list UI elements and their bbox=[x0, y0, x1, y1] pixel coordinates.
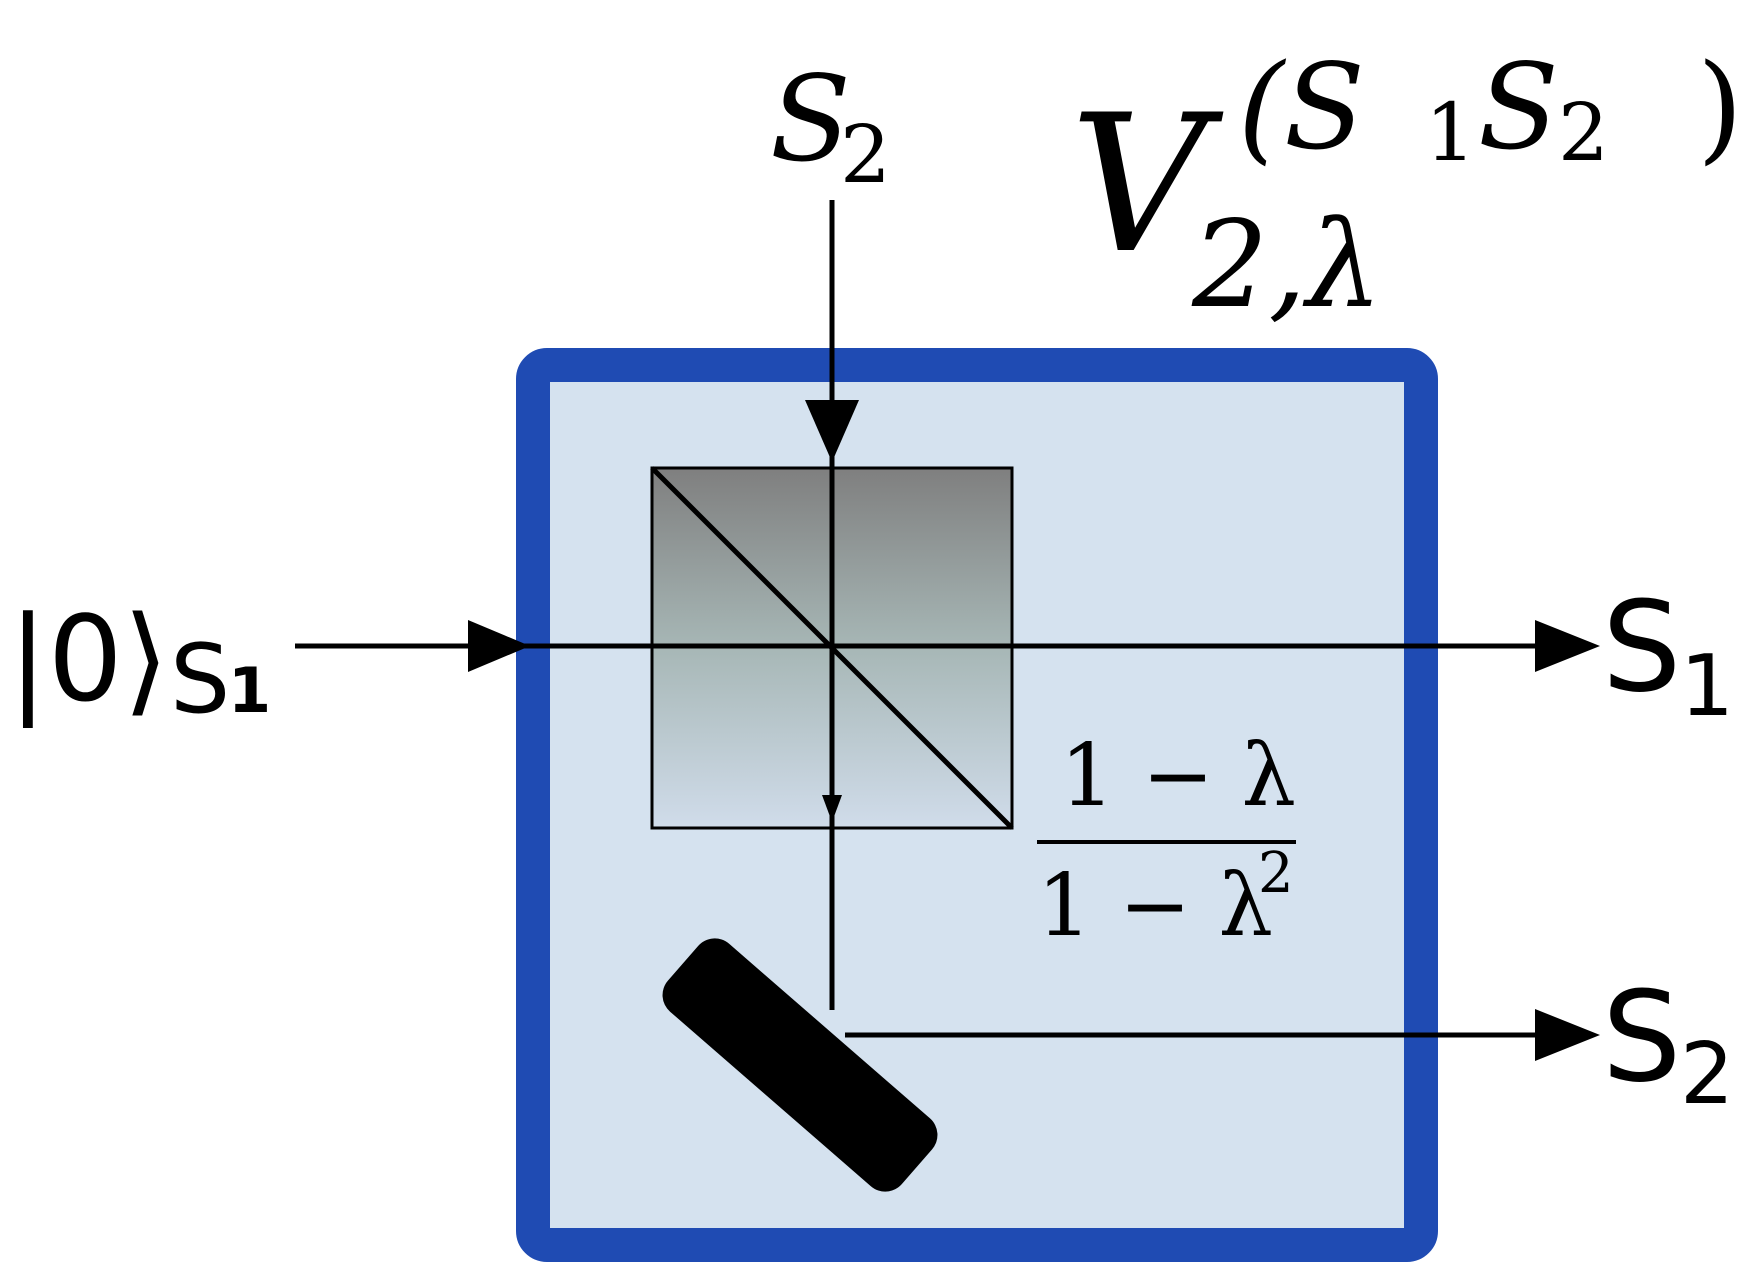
output-1-index: 1 bbox=[1680, 637, 1734, 736]
output-arrow-s2 bbox=[1535, 1009, 1600, 1061]
output-arrow-s1 bbox=[1535, 620, 1600, 672]
ratio-denominator: 1 − λ bbox=[1037, 856, 1273, 956]
top-input-label: S bbox=[770, 50, 851, 188]
gate-subscript: 2,λ bbox=[1191, 196, 1383, 335]
output-2-index: 2 bbox=[1680, 1025, 1734, 1124]
gate-superscript-close: ) bbox=[1697, 38, 1743, 176]
ratio-numerator: 1 − λ bbox=[1060, 726, 1296, 826]
output-1-label: S bbox=[1602, 575, 1681, 720]
ratio-denominator-exponent: 2 bbox=[1258, 841, 1294, 906]
gate-symbol: V bbox=[1070, 74, 1224, 295]
output-2-label: S bbox=[1602, 965, 1681, 1110]
input-arrow-s2 bbox=[805, 400, 859, 462]
input-subscript-label: S bbox=[170, 625, 230, 735]
input-subscript-index: 1 bbox=[228, 654, 271, 727]
input-state-label: |0⟩ bbox=[8, 590, 169, 728]
top-input-index: 2 bbox=[840, 108, 891, 201]
mirror bbox=[662, 938, 938, 1192]
gate-superscript-index-2: 2 bbox=[1558, 86, 1609, 179]
gate-superscript-index-1: 1 bbox=[1425, 86, 1476, 179]
mid-arrow-s2 bbox=[822, 795, 842, 822]
gate-superscript-open: (S bbox=[1238, 38, 1365, 176]
gate-superscript-mid: S bbox=[1478, 38, 1559, 176]
input-arrow-s1 bbox=[468, 620, 530, 672]
